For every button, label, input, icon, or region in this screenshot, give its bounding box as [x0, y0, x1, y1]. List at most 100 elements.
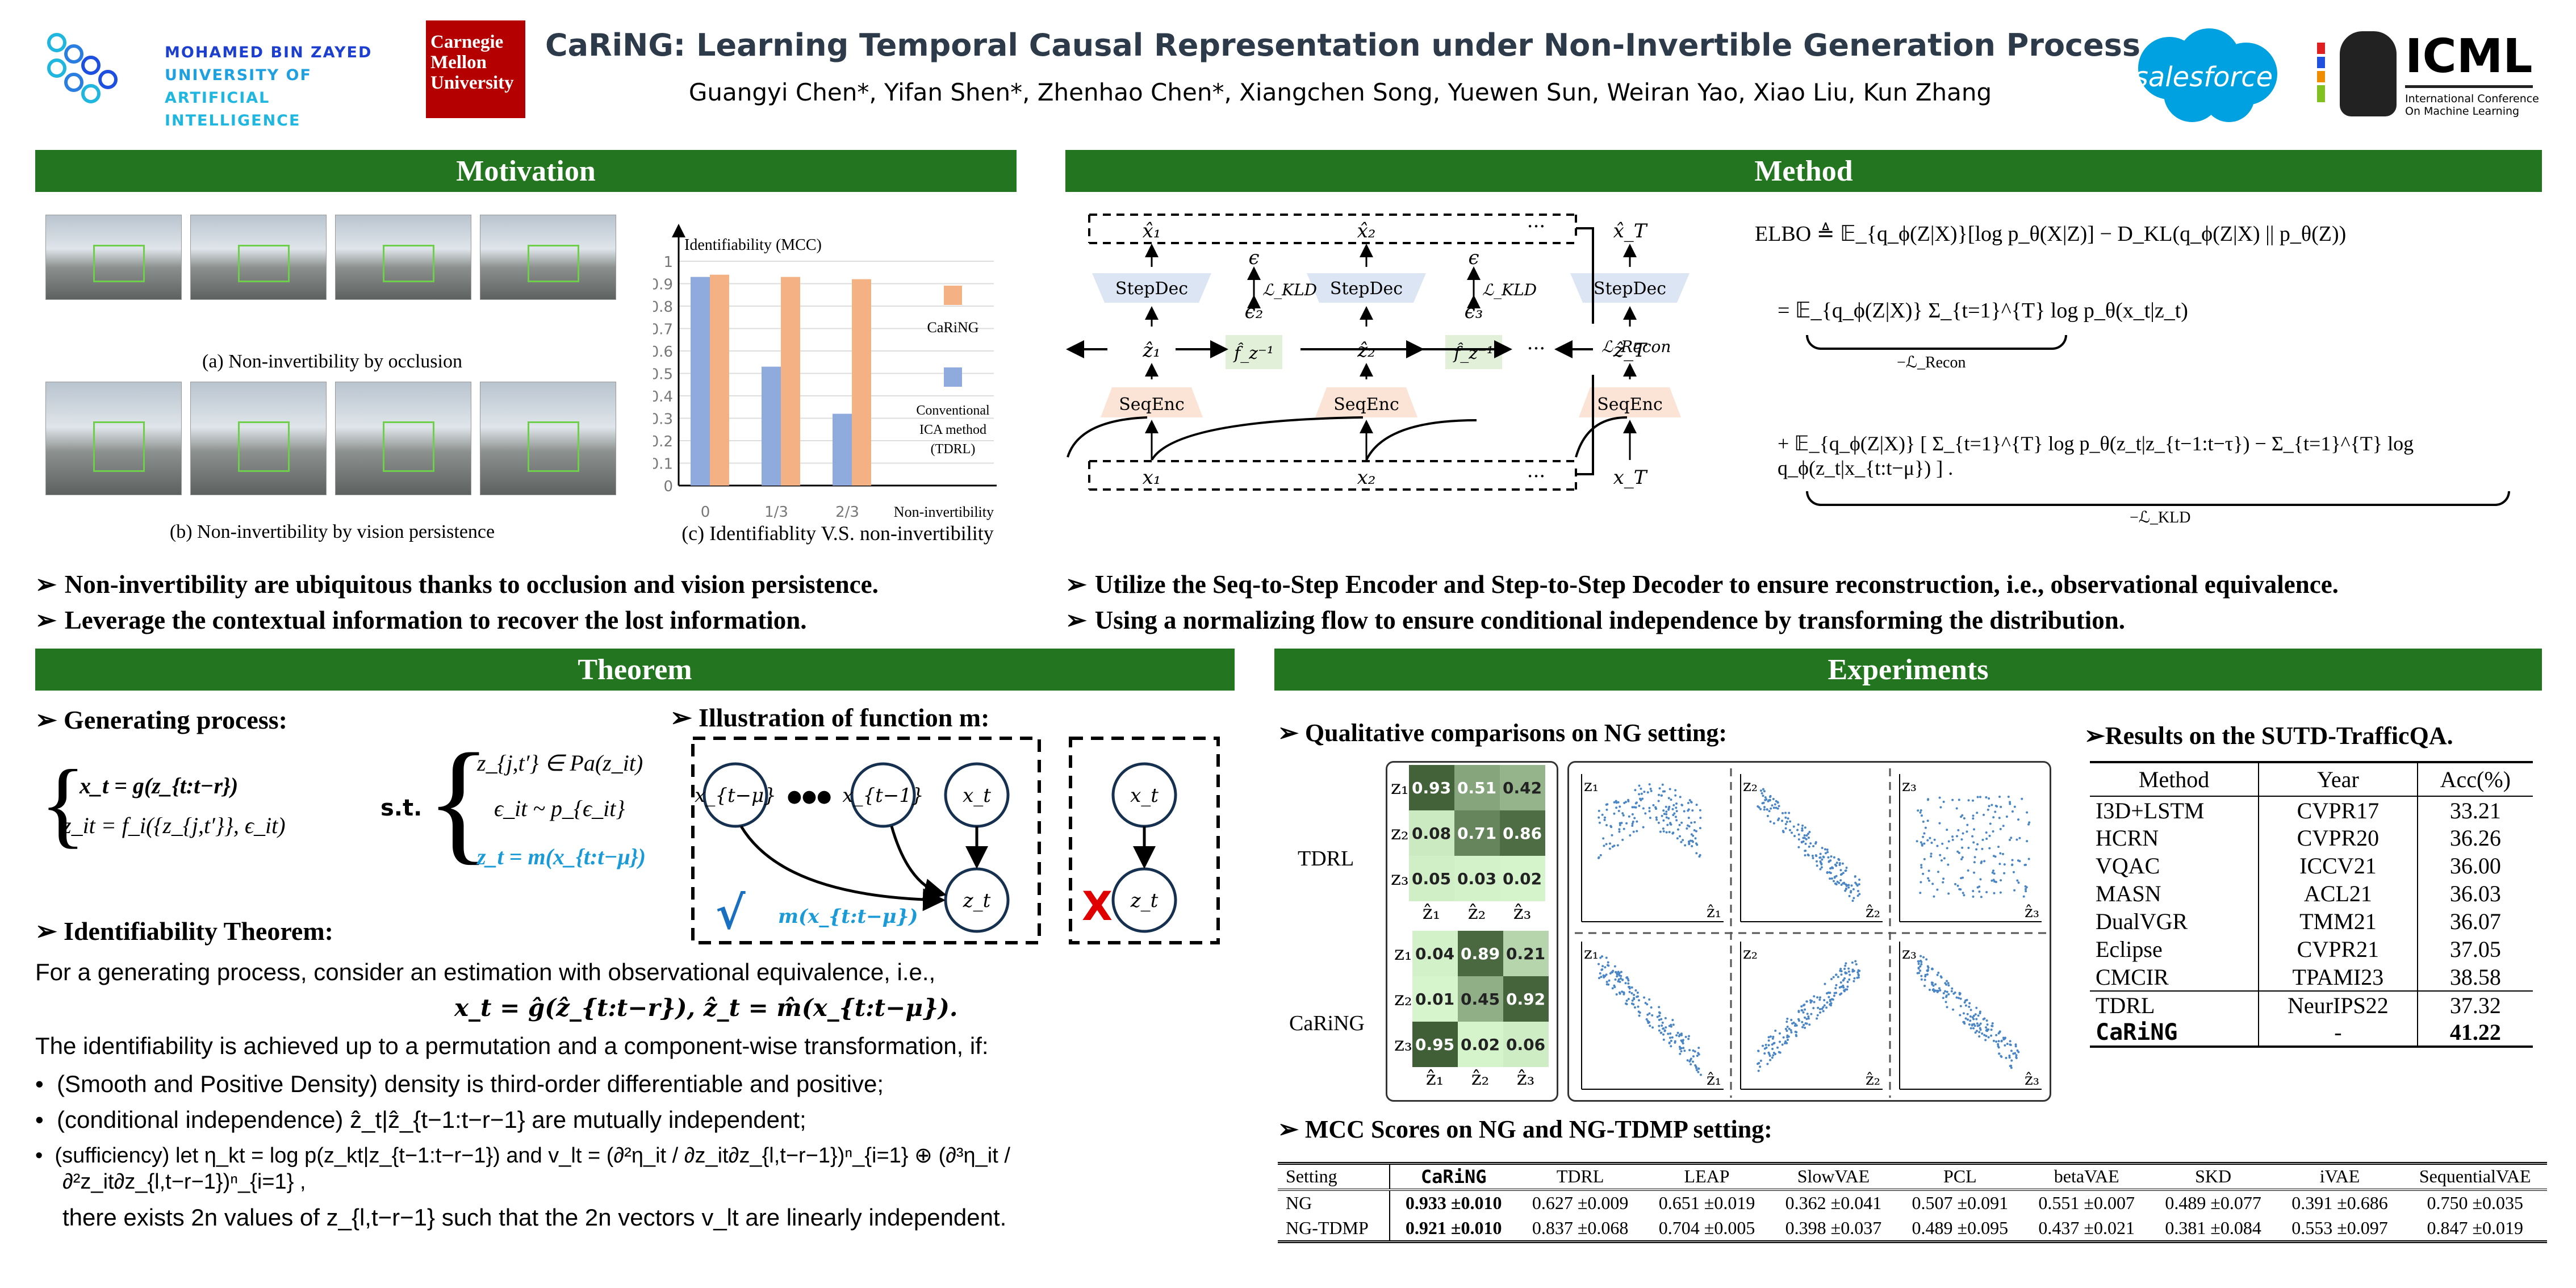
arrow-bullet-icon: ➢: [35, 570, 57, 599]
scatter-point: [2008, 1056, 2011, 1059]
scatter-point: [1966, 823, 1969, 826]
scatter-point: [1994, 855, 1997, 858]
scatter-point: [1805, 1018, 1808, 1021]
scatter-point: [1963, 817, 1966, 820]
scatter-point: [1998, 817, 2001, 819]
scatter-point: [1680, 1050, 1683, 1053]
scatter-point: [1613, 801, 1616, 804]
scatter-point: [1998, 1052, 2001, 1055]
scatter-point: [1667, 1032, 1670, 1035]
arrow-bullet-icon: ➢: [1278, 719, 1305, 747]
scatter-point: [1848, 894, 1851, 897]
z-label: z₃: [1394, 1033, 1412, 1056]
scatter-point: [1980, 896, 1983, 898]
scatter-point: [1927, 879, 1930, 882]
scatter-point: [1816, 996, 1819, 999]
scatter-point: [1699, 809, 1701, 812]
scatter-point: [1857, 976, 1860, 979]
scatter-point: [1920, 978, 1923, 981]
scatter-point: [1613, 965, 1616, 968]
row-label-tdrl: TDRL: [1298, 847, 1354, 871]
scatter-point: [1991, 871, 1994, 874]
scatter-point: [1686, 827, 1688, 830]
scatter-point: [1646, 1019, 1649, 1022]
scatter-point: [1942, 992, 1945, 994]
scatter-point: [1974, 1031, 1977, 1034]
scatter-point: [1655, 816, 1658, 819]
seqenc-block: [1315, 387, 1417, 417]
sutd-col-header: Acc(%): [2440, 767, 2511, 792]
scatter-point: [1779, 1040, 1782, 1043]
scatter-point: [1815, 860, 1818, 863]
scatter-point: [1768, 796, 1771, 798]
y-tick-label: 0.3: [653, 411, 673, 428]
scatter-point: [1972, 841, 1975, 844]
scatter-point: [1663, 1030, 1666, 1032]
scatter-point: [1923, 858, 1926, 860]
mcc-cell: 0.398 ±0.037: [1785, 1217, 1882, 1238]
scatter-point: [1806, 854, 1809, 856]
scatter-point: [1936, 844, 1939, 847]
scatter-point: [1942, 881, 1944, 884]
scatter-point: [1845, 869, 1847, 872]
scatter-point: [1599, 854, 1602, 856]
scatter-point: [1680, 1034, 1683, 1036]
scatter-point: [1692, 1060, 1695, 1063]
scatter-point: [2003, 872, 2006, 875]
scatter-point: [2003, 863, 2006, 866]
scatter-point: [1923, 984, 1926, 987]
scatter-point: [1837, 976, 1839, 978]
scatter-point: [1975, 1030, 1978, 1032]
persistence-frame: [190, 382, 327, 495]
occlusion-frame: [190, 215, 327, 300]
heatmap-cell: 0.71: [1454, 810, 1500, 856]
scatter-point: [1925, 958, 1928, 961]
scatter-point: [1605, 980, 1608, 983]
scatter-point: [1774, 1029, 1777, 1032]
legend-swatch-tdrl: [944, 367, 962, 387]
scatter-point: [1830, 977, 1833, 980]
scatter-point: [1686, 824, 1689, 827]
scatter-point: [1922, 872, 1925, 875]
mbzuai-line2: UNIVERSITY OF: [165, 66, 312, 84]
scatter-point: [1669, 823, 1672, 826]
heatmap-cell: 0.86: [1499, 810, 1545, 856]
scatter-point: [1990, 879, 1993, 882]
scatter-point: [1812, 857, 1814, 860]
scatter-point: [1759, 808, 1762, 810]
method-bullet: ➢Using a normalizing flow to ensure cond…: [1065, 605, 2125, 635]
scatter-point: [1974, 1013, 1977, 1016]
scatter-point: [1776, 807, 1779, 810]
scatter-point: [1759, 1059, 1762, 1062]
scatter-point: [1620, 971, 1622, 973]
scatter-point: [1934, 983, 1937, 986]
scatter-x-label: ẑ₂: [1866, 902, 1880, 921]
z-label: z₂: [1391, 822, 1409, 844]
scatter-point: [1764, 1043, 1767, 1046]
scatter-point: [1598, 963, 1600, 965]
scatter-point: [2009, 1043, 2012, 1046]
scatter-point: [1788, 829, 1791, 831]
scatter-point: [1983, 813, 1985, 816]
scatter-point: [1852, 897, 1855, 900]
xhat-label: x̂_T: [1613, 220, 1648, 242]
scatter-x-label: ẑ₃: [2025, 902, 2039, 921]
sutd-cell: -: [2258, 1019, 2418, 1047]
scatter-point: [1930, 852, 1933, 855]
scatter-point: [1987, 1036, 1990, 1039]
scatter-point: [1682, 839, 1684, 842]
scatter-point: [1938, 822, 1941, 825]
scatter-point: [1621, 990, 1624, 993]
stepdec-label: StepDec: [1115, 279, 1188, 299]
scatter-point: [1784, 827, 1787, 830]
node-x-t-mu: x_{t−μ}: [695, 784, 776, 807]
scatter-point: [1812, 844, 1815, 847]
scatter-point: [1758, 1061, 1760, 1064]
scatter-point: [1976, 812, 1979, 814]
scatter-point: [1683, 810, 1686, 813]
scatter-x-label: ẑ₂: [1866, 1070, 1880, 1089]
arrow-bullet-icon: ➢: [2084, 722, 2105, 750]
scatter-point: [1615, 971, 1617, 973]
scatter-point: [1819, 868, 1822, 871]
scatter-point: [1933, 838, 1936, 841]
